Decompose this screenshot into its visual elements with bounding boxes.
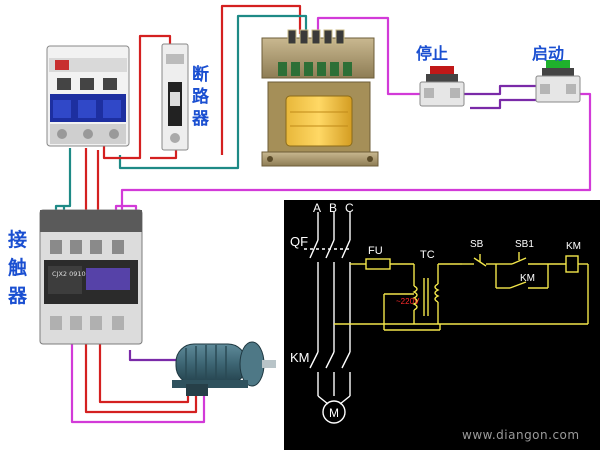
sb1-label: SB1 [515, 239, 534, 250]
watermark: www.diangon.com [462, 428, 580, 442]
stop-pushbutton [419, 66, 465, 107]
contactor-label: 接触器 [8, 229, 28, 307]
purple-wire [462, 84, 538, 96]
phase-a-label: A [313, 201, 321, 215]
contactor-model: CJX2 0910 [52, 270, 86, 278]
tc-label: TC [420, 249, 435, 261]
red-wire [98, 340, 190, 404]
red-wire [220, 4, 302, 155]
fu-label: FU [368, 245, 383, 257]
contactor: CJX2 0910 [39, 209, 143, 345]
sb-label: SB [470, 239, 484, 250]
red-wire [102, 34, 172, 160]
phase-c-label: C [345, 201, 354, 215]
stop-button-label: 停止 [416, 44, 449, 63]
red-wire [150, 150, 178, 160]
qf-label: QF [290, 234, 308, 249]
km-aux-label: KM [520, 273, 535, 284]
phase-b-label: B [329, 201, 337, 215]
magenta-wire [70, 340, 206, 424]
km-coil-label: KM [566, 241, 581, 252]
schematic-panel: A B C QF FU TC ~220V SB SB1 KM KM KM M [284, 200, 600, 450]
control-transformer [261, 29, 379, 167]
km-main-label: KM [290, 350, 310, 365]
voltage-label: ~220V [396, 297, 420, 306]
start-button-label: 启动 [532, 44, 565, 63]
start-pushbutton [535, 60, 581, 103]
motor-label: M [329, 406, 339, 420]
breaker-label: 断路器 [192, 65, 209, 129]
purple-wire [470, 98, 538, 110]
circuit-breaker-1p [161, 43, 189, 151]
circuit-breaker-3p [46, 45, 130, 147]
red-wire [84, 340, 198, 414]
magenta-wire [316, 16, 424, 96]
teal-wire [118, 14, 308, 170]
electric-motor [172, 341, 276, 396]
